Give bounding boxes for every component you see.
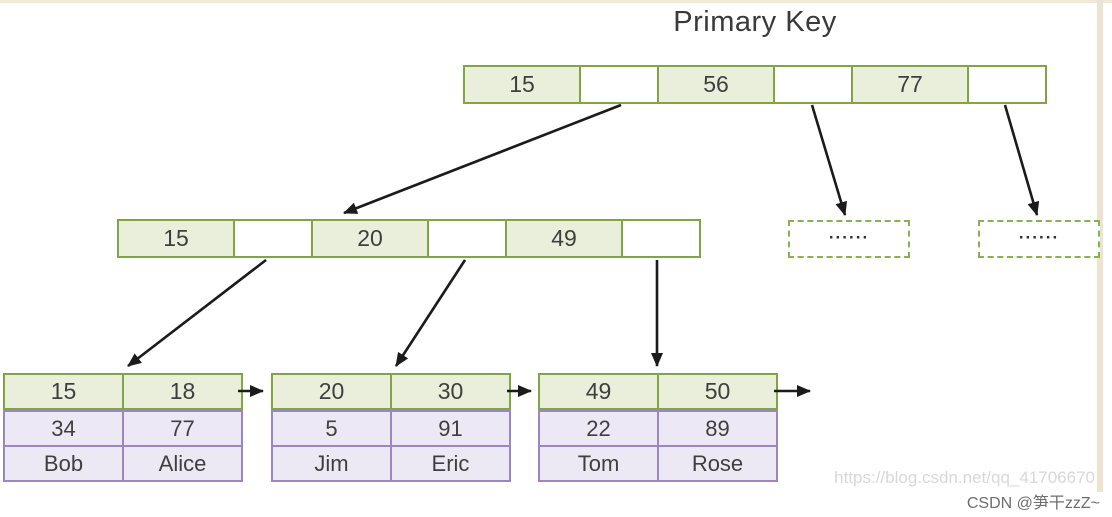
arrow-internal-to-leaf-1 bbox=[127, 258, 267, 368]
leaf-key-cell: 50 bbox=[657, 373, 778, 410]
leaf-name-cell: Alice bbox=[122, 445, 243, 482]
arrow-root-to-dashed-1 bbox=[810, 104, 848, 216]
key-cell: 77 bbox=[851, 65, 969, 104]
leaf-name-cell: Jim bbox=[271, 445, 390, 482]
watermark-url: https://blog.csdn.net/qq_41706670 bbox=[834, 468, 1095, 487]
key-cell: 56 bbox=[657, 65, 775, 104]
ellipsis-label: ...... bbox=[1018, 223, 1060, 243]
key-cell: 20 bbox=[311, 219, 429, 258]
leaf-key-cell: 15 bbox=[3, 373, 122, 410]
page-top-border bbox=[0, 0, 1112, 3]
leaf-value-cell: 89 bbox=[657, 410, 778, 445]
leaf-node-3: 49 50 22 89 Tom Rose bbox=[538, 373, 778, 482]
internal-node: 15 20 49 bbox=[117, 219, 701, 258]
key-cell: 49 bbox=[505, 219, 623, 258]
arrow-internal-to-leaf-2 bbox=[394, 259, 467, 367]
leaf-name-cell: Tom bbox=[538, 445, 657, 482]
watermark-author: CSDN @笋干zzZ~ bbox=[966, 495, 1100, 512]
leaf-node-2: 20 30 5 91 Jim Eric bbox=[271, 373, 511, 482]
pointer-cell bbox=[427, 219, 507, 258]
root-node: 15 56 77 bbox=[463, 65, 1047, 104]
leaf-name-cell: Eric bbox=[390, 445, 511, 482]
dashed-node-1: ...... bbox=[788, 220, 910, 258]
leaf-key-cell: 30 bbox=[390, 373, 511, 410]
pointer-cell bbox=[967, 65, 1047, 104]
leaf-value-cell: 91 bbox=[390, 410, 511, 445]
leaf-value-cell: 22 bbox=[538, 410, 657, 445]
arrow-root-to-dashed-2 bbox=[1003, 104, 1040, 216]
leaf-node-1: 15 18 34 77 Bob Alice bbox=[3, 373, 243, 482]
page-right-border bbox=[1097, 0, 1103, 492]
key-cell: 15 bbox=[117, 219, 235, 258]
arrow-root-to-internal bbox=[343, 103, 622, 215]
leaf-value-cell: 77 bbox=[122, 410, 243, 445]
ellipsis-label: ...... bbox=[828, 223, 870, 243]
leaf-name-cell: Bob bbox=[3, 445, 122, 482]
leaf-value-cell: 34 bbox=[3, 410, 122, 445]
diagram-title: Primary Key bbox=[673, 6, 837, 38]
leaf-key-cell: 18 bbox=[122, 373, 243, 410]
pointer-cell bbox=[621, 219, 701, 258]
dashed-node-2: ...... bbox=[978, 220, 1100, 258]
key-cell: 15 bbox=[463, 65, 581, 104]
leaf-key-cell: 49 bbox=[538, 373, 657, 410]
leaf-key-cell: 20 bbox=[271, 373, 390, 410]
pointer-cell bbox=[773, 65, 853, 104]
leaf-name-cell: Rose bbox=[657, 445, 778, 482]
leaf-value-cell: 5 bbox=[271, 410, 390, 445]
pointer-cell bbox=[233, 219, 313, 258]
pointer-cell bbox=[579, 65, 659, 104]
